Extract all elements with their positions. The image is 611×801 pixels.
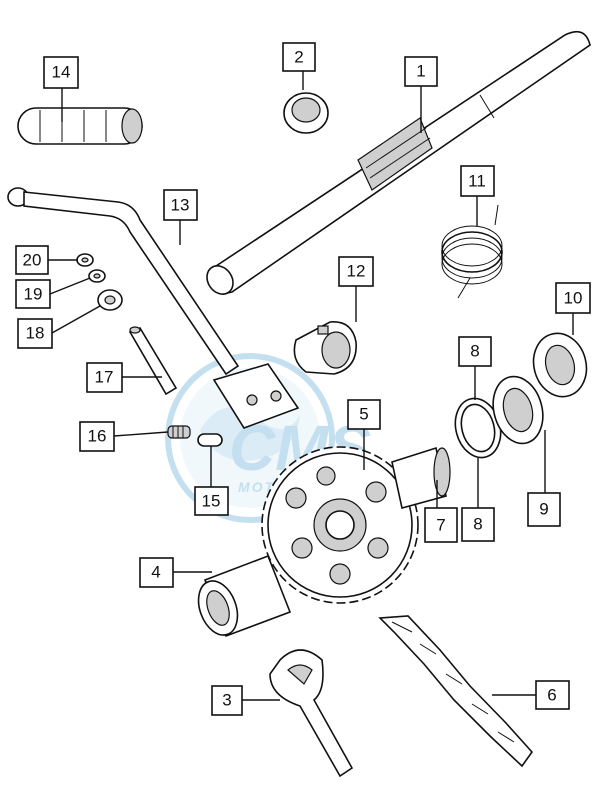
svg-text:3: 3 — [222, 691, 231, 710]
svg-text:14: 14 — [52, 63, 71, 82]
part-1-shaft — [206, 30, 591, 295]
svg-text:13: 13 — [171, 196, 190, 215]
callout-16: 16 — [79, 421, 115, 452]
svg-text:18: 18 — [26, 324, 45, 343]
callout-1: 1 — [404, 56, 438, 87]
part-19-washer — [88, 269, 106, 283]
part-4-hub — [197, 554, 292, 638]
leader-lines — [48, 71, 574, 701]
svg-text:7: 7 — [436, 516, 445, 535]
part-9-washer — [492, 375, 544, 445]
callout-13: 13 — [163, 189, 198, 221]
part-2-bushing — [283, 92, 329, 134]
callout-20: 20 — [15, 245, 49, 275]
part-8-circlip — [454, 397, 502, 459]
svg-text:11: 11 — [468, 172, 486, 191]
svg-text:5: 5 — [359, 405, 368, 424]
svg-text:4: 4 — [151, 563, 160, 582]
callout-5: 5 — [347, 399, 381, 430]
callout-2: 2 — [282, 42, 316, 72]
part-10-washer — [532, 332, 588, 398]
callout-6: 6 — [535, 680, 570, 710]
svg-text:2: 2 — [294, 48, 303, 67]
callout-7: 7 — [424, 507, 458, 543]
callout-3: 3 — [211, 685, 243, 716]
svg-text:15: 15 — [202, 492, 221, 511]
callout-10: 10 — [555, 282, 591, 314]
callout-18: 18 — [17, 318, 53, 349]
svg-text:20: 20 — [23, 251, 42, 270]
part-7-boss — [391, 446, 451, 509]
part-6-chain — [378, 615, 534, 768]
part-14-grip — [17, 107, 143, 145]
part-18-spacer — [97, 289, 123, 311]
svg-text:19: 19 — [24, 285, 43, 304]
svg-text:17: 17 — [95, 368, 114, 387]
svg-text:9: 9 — [539, 500, 548, 519]
callout-12: 12 — [338, 256, 374, 287]
callout-19: 19 — [15, 279, 51, 309]
svg-text:8: 8 — [473, 515, 482, 534]
part-17-pin — [128, 326, 178, 396]
callout-14: 14 — [43, 56, 79, 89]
part-12-collar — [293, 321, 357, 375]
svg-text:1: 1 — [416, 62, 425, 81]
callout-4: 4 — [139, 557, 174, 588]
callout-8-lower: 8 — [461, 507, 495, 542]
part-3-wrench — [269, 649, 354, 778]
part-11-spring — [441, 204, 503, 299]
part-16-spring — [167, 425, 191, 439]
callout-11: 11 — [460, 165, 495, 197]
svg-text:6: 6 — [547, 686, 556, 705]
callout-15: 15 — [194, 486, 229, 516]
callout-8-upper: 8 — [458, 336, 492, 367]
part-5-sprocket — [261, 446, 419, 604]
svg-text:12: 12 — [347, 262, 366, 281]
part-20-nut — [76, 253, 94, 267]
svg-text:16: 16 — [88, 427, 107, 446]
svg-text:8: 8 — [470, 342, 479, 361]
part-13-kick-lever — [7, 187, 300, 429]
part-15-detent-pin — [197, 433, 223, 447]
callout-9: 9 — [527, 492, 561, 527]
svg-text:10: 10 — [564, 289, 583, 308]
callout-17: 17 — [86, 362, 123, 393]
